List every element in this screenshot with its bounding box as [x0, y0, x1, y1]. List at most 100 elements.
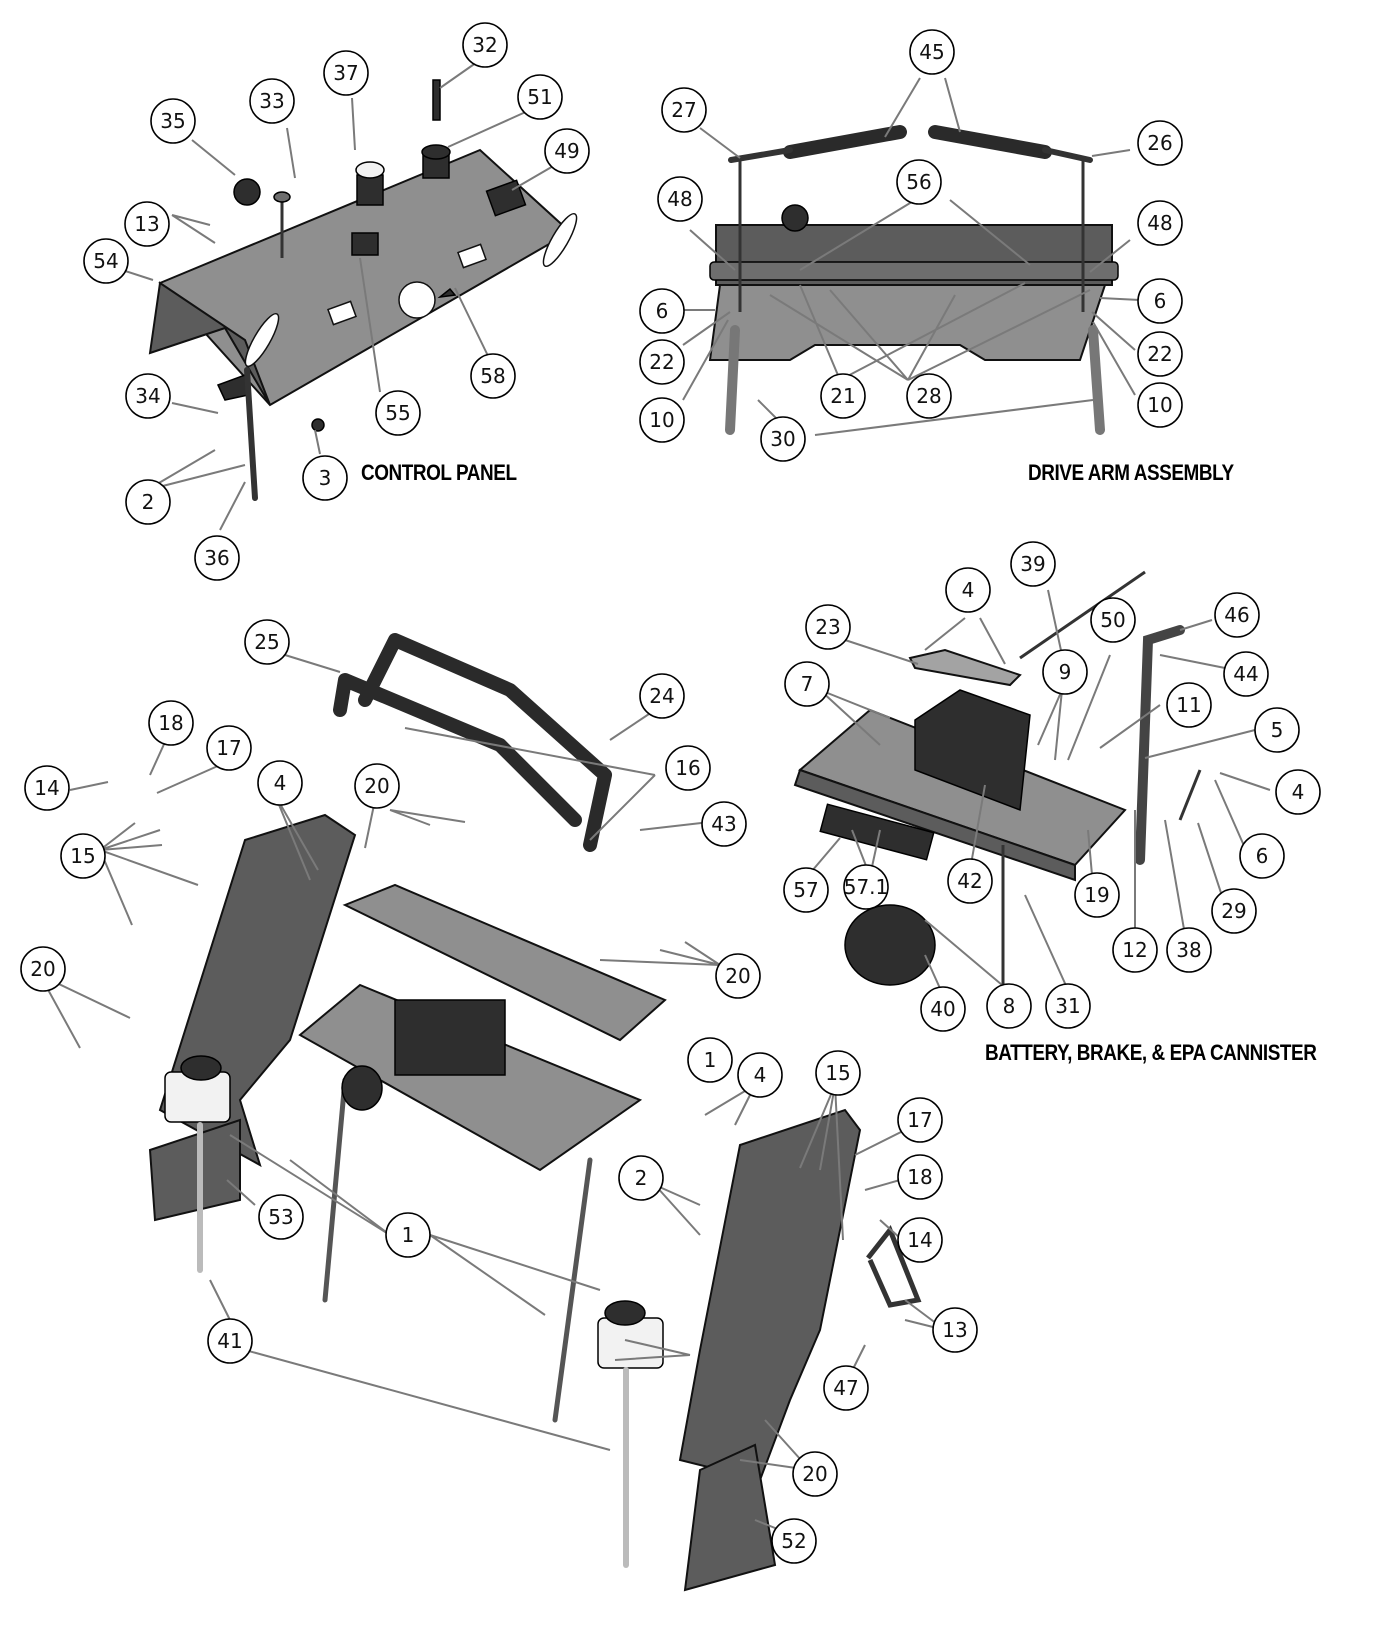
- epa-canister: [844, 904, 936, 986]
- callout-6[interactable]: 6: [1239, 833, 1285, 879]
- callout-46[interactable]: 46: [1214, 592, 1260, 638]
- callout-34[interactable]: 34: [125, 373, 171, 419]
- svg-text:5: 5: [1271, 718, 1284, 742]
- callout-10-left[interactable]: 10: [639, 397, 685, 443]
- callout-32[interactable]: 32: [462, 22, 508, 68]
- callout-52[interactable]: 52: [771, 1518, 817, 1564]
- callout-12[interactable]: 12: [1112, 927, 1158, 973]
- callout-54[interactable]: 54: [83, 238, 129, 284]
- callout-30[interactable]: 30: [760, 416, 806, 462]
- svg-text:34: 34: [135, 384, 160, 408]
- callout-35[interactable]: 35: [150, 98, 196, 144]
- callout-8[interactable]: 8: [986, 983, 1032, 1029]
- callout-4-right[interactable]: 4: [1275, 769, 1321, 815]
- callout-27[interactable]: 27: [661, 87, 707, 133]
- callout-28[interactable]: 28: [906, 373, 952, 419]
- svg-text:30: 30: [770, 427, 795, 451]
- callout-42[interactable]: 42: [947, 858, 993, 904]
- callout-2-mid[interactable]: 2: [618, 1155, 664, 1201]
- switch-49: [485, 179, 527, 217]
- callout-48-left[interactable]: 48: [657, 176, 703, 222]
- callout-47[interactable]: 47: [823, 1365, 869, 1411]
- callout-20-bottom[interactable]: 20: [792, 1451, 838, 1497]
- callout-18-right[interactable]: 18: [897, 1154, 943, 1200]
- callout-56[interactable]: 56: [896, 159, 942, 205]
- svg-text:52: 52: [781, 1529, 806, 1553]
- lever-34: [216, 373, 249, 401]
- battery: [914, 689, 1031, 812]
- callout-40[interactable]: 40: [920, 986, 966, 1032]
- callout-20-top[interactable]: 20: [354, 763, 400, 809]
- callout-39[interactable]: 39: [1010, 541, 1056, 587]
- callout-17-left[interactable]: 17: [206, 725, 252, 771]
- callout-4-left[interactable]: 4: [257, 760, 303, 806]
- callout-53[interactable]: 53: [258, 1194, 304, 1240]
- callout-38[interactable]: 38: [1166, 927, 1212, 973]
- callout-57[interactable]: 57: [783, 867, 829, 913]
- svg-text:20: 20: [364, 774, 389, 798]
- callout-43[interactable]: 43: [701, 801, 747, 847]
- callout-19[interactable]: 19: [1074, 872, 1120, 918]
- callout-24[interactable]: 24: [639, 673, 685, 719]
- callout-14-left[interactable]: 14: [24, 765, 70, 811]
- callout-3[interactable]: 3: [302, 455, 348, 501]
- svg-text:1: 1: [402, 1223, 415, 1247]
- callout-20-right[interactable]: 20: [715, 953, 761, 999]
- callout-2[interactable]: 2: [125, 479, 171, 525]
- callout-45[interactable]: 45: [909, 29, 955, 75]
- svg-text:27: 27: [671, 98, 696, 122]
- callout-11[interactable]: 11: [1166, 682, 1212, 728]
- callout-4-top[interactable]: 4: [945, 567, 991, 613]
- callout-5[interactable]: 5: [1254, 707, 1300, 753]
- svg-text:23: 23: [815, 615, 840, 639]
- svg-text:55: 55: [385, 401, 410, 425]
- callout-20-left[interactable]: 20: [20, 946, 66, 992]
- switch-55: [351, 232, 379, 256]
- callout-49[interactable]: 49: [544, 128, 590, 174]
- callout-15-left[interactable]: 15: [60, 833, 106, 879]
- callout-18-left[interactable]: 18: [148, 700, 194, 746]
- callout-23[interactable]: 23: [805, 604, 851, 650]
- callout-17-right[interactable]: 17: [897, 1097, 943, 1143]
- callout-1-right[interactable]: 1: [687, 1037, 733, 1083]
- callout-6-right[interactable]: 6: [1137, 278, 1183, 324]
- callout-50[interactable]: 50: [1090, 597, 1136, 643]
- callout-29[interactable]: 29: [1211, 888, 1257, 934]
- callout-4-mid[interactable]: 4: [737, 1052, 783, 1098]
- svg-text:8: 8: [1003, 994, 1016, 1018]
- callout-55[interactable]: 55: [375, 390, 421, 436]
- callout-31[interactable]: 31: [1045, 983, 1091, 1029]
- callout-15-right[interactable]: 15: [815, 1050, 861, 1096]
- callout-37[interactable]: 37: [323, 50, 369, 96]
- callout-22-right[interactable]: 22: [1137, 331, 1183, 377]
- callout-6-left[interactable]: 6: [639, 288, 685, 334]
- callout-1-mid[interactable]: 1: [385, 1212, 431, 1258]
- svg-text:41: 41: [217, 1329, 242, 1353]
- callout-48-right[interactable]: 48: [1137, 200, 1183, 246]
- grip-right: [928, 125, 1052, 159]
- callout-25[interactable]: 25: [244, 619, 290, 665]
- svg-text:50: 50: [1100, 608, 1125, 632]
- callout-10-right[interactable]: 10: [1137, 382, 1183, 428]
- callout-41[interactable]: 41: [207, 1318, 253, 1364]
- grip-left: [783, 125, 907, 159]
- callout-22-left[interactable]: 22: [639, 339, 685, 385]
- callout-13[interactable]: 13: [124, 201, 170, 247]
- callout-51[interactable]: 51: [517, 74, 563, 120]
- callout-9[interactable]: 9: [1042, 649, 1088, 695]
- callout-16[interactable]: 16: [665, 745, 711, 791]
- svg-text:9: 9: [1059, 660, 1072, 684]
- callout-36[interactable]: 36: [194, 535, 240, 581]
- callout-7[interactable]: 7: [784, 661, 830, 707]
- drive-arm-body: [708, 284, 1107, 361]
- callout-58[interactable]: 58: [470, 353, 516, 399]
- callout-33[interactable]: 33: [249, 78, 295, 124]
- callout-44[interactable]: 44: [1223, 651, 1269, 697]
- callout-21[interactable]: 21: [820, 373, 866, 419]
- callout-57-1[interactable]: 57.1: [843, 864, 889, 910]
- callout-26[interactable]: 26: [1137, 120, 1183, 166]
- callout-13-mid[interactable]: 13: [932, 1307, 978, 1353]
- callout-14-right[interactable]: 14: [897, 1217, 943, 1263]
- svg-text:20: 20: [30, 957, 55, 981]
